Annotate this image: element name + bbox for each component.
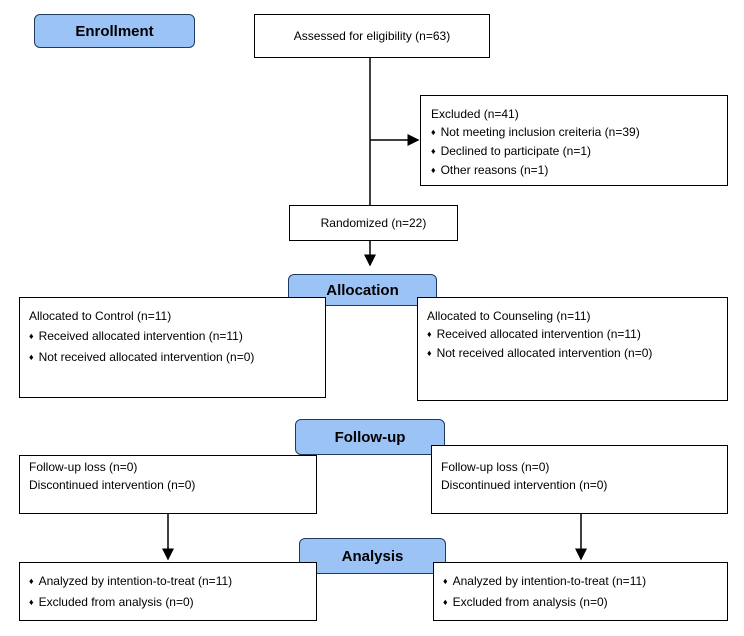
- allocated-control-box: Allocated to Control (n=11) Received all…: [19, 297, 326, 398]
- analysis-control-box: Analyzed by intention-to-treat (n=11) Ex…: [19, 562, 317, 621]
- allocated-counseling-title: Allocated to Counseling (n=11): [427, 309, 591, 323]
- allocated-control-item: Received allocated intervention (n=11): [29, 327, 316, 346]
- allocated-counseling-item: Not received allocated intervention (n=0…: [427, 344, 718, 363]
- excluded-item: Declined to participate (n=1): [431, 142, 718, 161]
- analysis-counseling-item: Excluded from analysis (n=0): [443, 593, 718, 612]
- excluded-box: Excluded (n=41) Not meeting inclusion cr…: [420, 95, 728, 186]
- excluded-item: Not meeting inclusion creiteria (n=39): [431, 123, 718, 142]
- stage-enrollment: Enrollment: [34, 14, 195, 48]
- allocated-counseling-box: Allocated to Counseling (n=11) Received …: [417, 297, 728, 401]
- followup-counseling-loss: Follow-up loss (n=0): [441, 460, 550, 474]
- followup-control-discontinued: Discontinued intervention (n=0): [29, 478, 196, 492]
- excluded-title: Excluded (n=41): [431, 107, 519, 121]
- allocated-control-item: Not received allocated intervention (n=0…: [29, 348, 316, 367]
- excluded-item: Other reasons (n=1): [431, 161, 718, 180]
- assessed-text: Assessed for eligibility (n=63): [293, 29, 451, 43]
- analysis-control-item: Excluded from analysis (n=0): [29, 593, 307, 612]
- allocated-counseling-item: Received allocated intervention (n=11): [427, 325, 718, 344]
- followup-counseling-discontinued: Discontinued intervention (n=0): [441, 478, 608, 492]
- randomized-box: Randomized (n=22): [289, 205, 458, 241]
- analysis-counseling-item: Analyzed by intention-to-treat (n=11): [443, 572, 718, 591]
- randomized-text: Randomized (n=22): [320, 216, 427, 230]
- followup-counseling-box: Follow-up loss (n=0) Discontinued interv…: [431, 445, 728, 514]
- followup-control-loss: Follow-up loss (n=0): [29, 460, 138, 474]
- stage-followup: Follow-up: [295, 419, 445, 455]
- stage-analysis: Analysis: [299, 538, 446, 574]
- allocated-control-title: Allocated to Control (n=11): [29, 309, 172, 323]
- analysis-counseling-box: Analyzed by intention-to-treat (n=11) Ex…: [433, 562, 728, 621]
- assessed-box: Assessed for eligibility (n=63): [254, 14, 490, 58]
- followup-control-box: Follow-up loss (n=0) Discontinued interv…: [19, 455, 317, 514]
- analysis-control-item: Analyzed by intention-to-treat (n=11): [29, 572, 307, 591]
